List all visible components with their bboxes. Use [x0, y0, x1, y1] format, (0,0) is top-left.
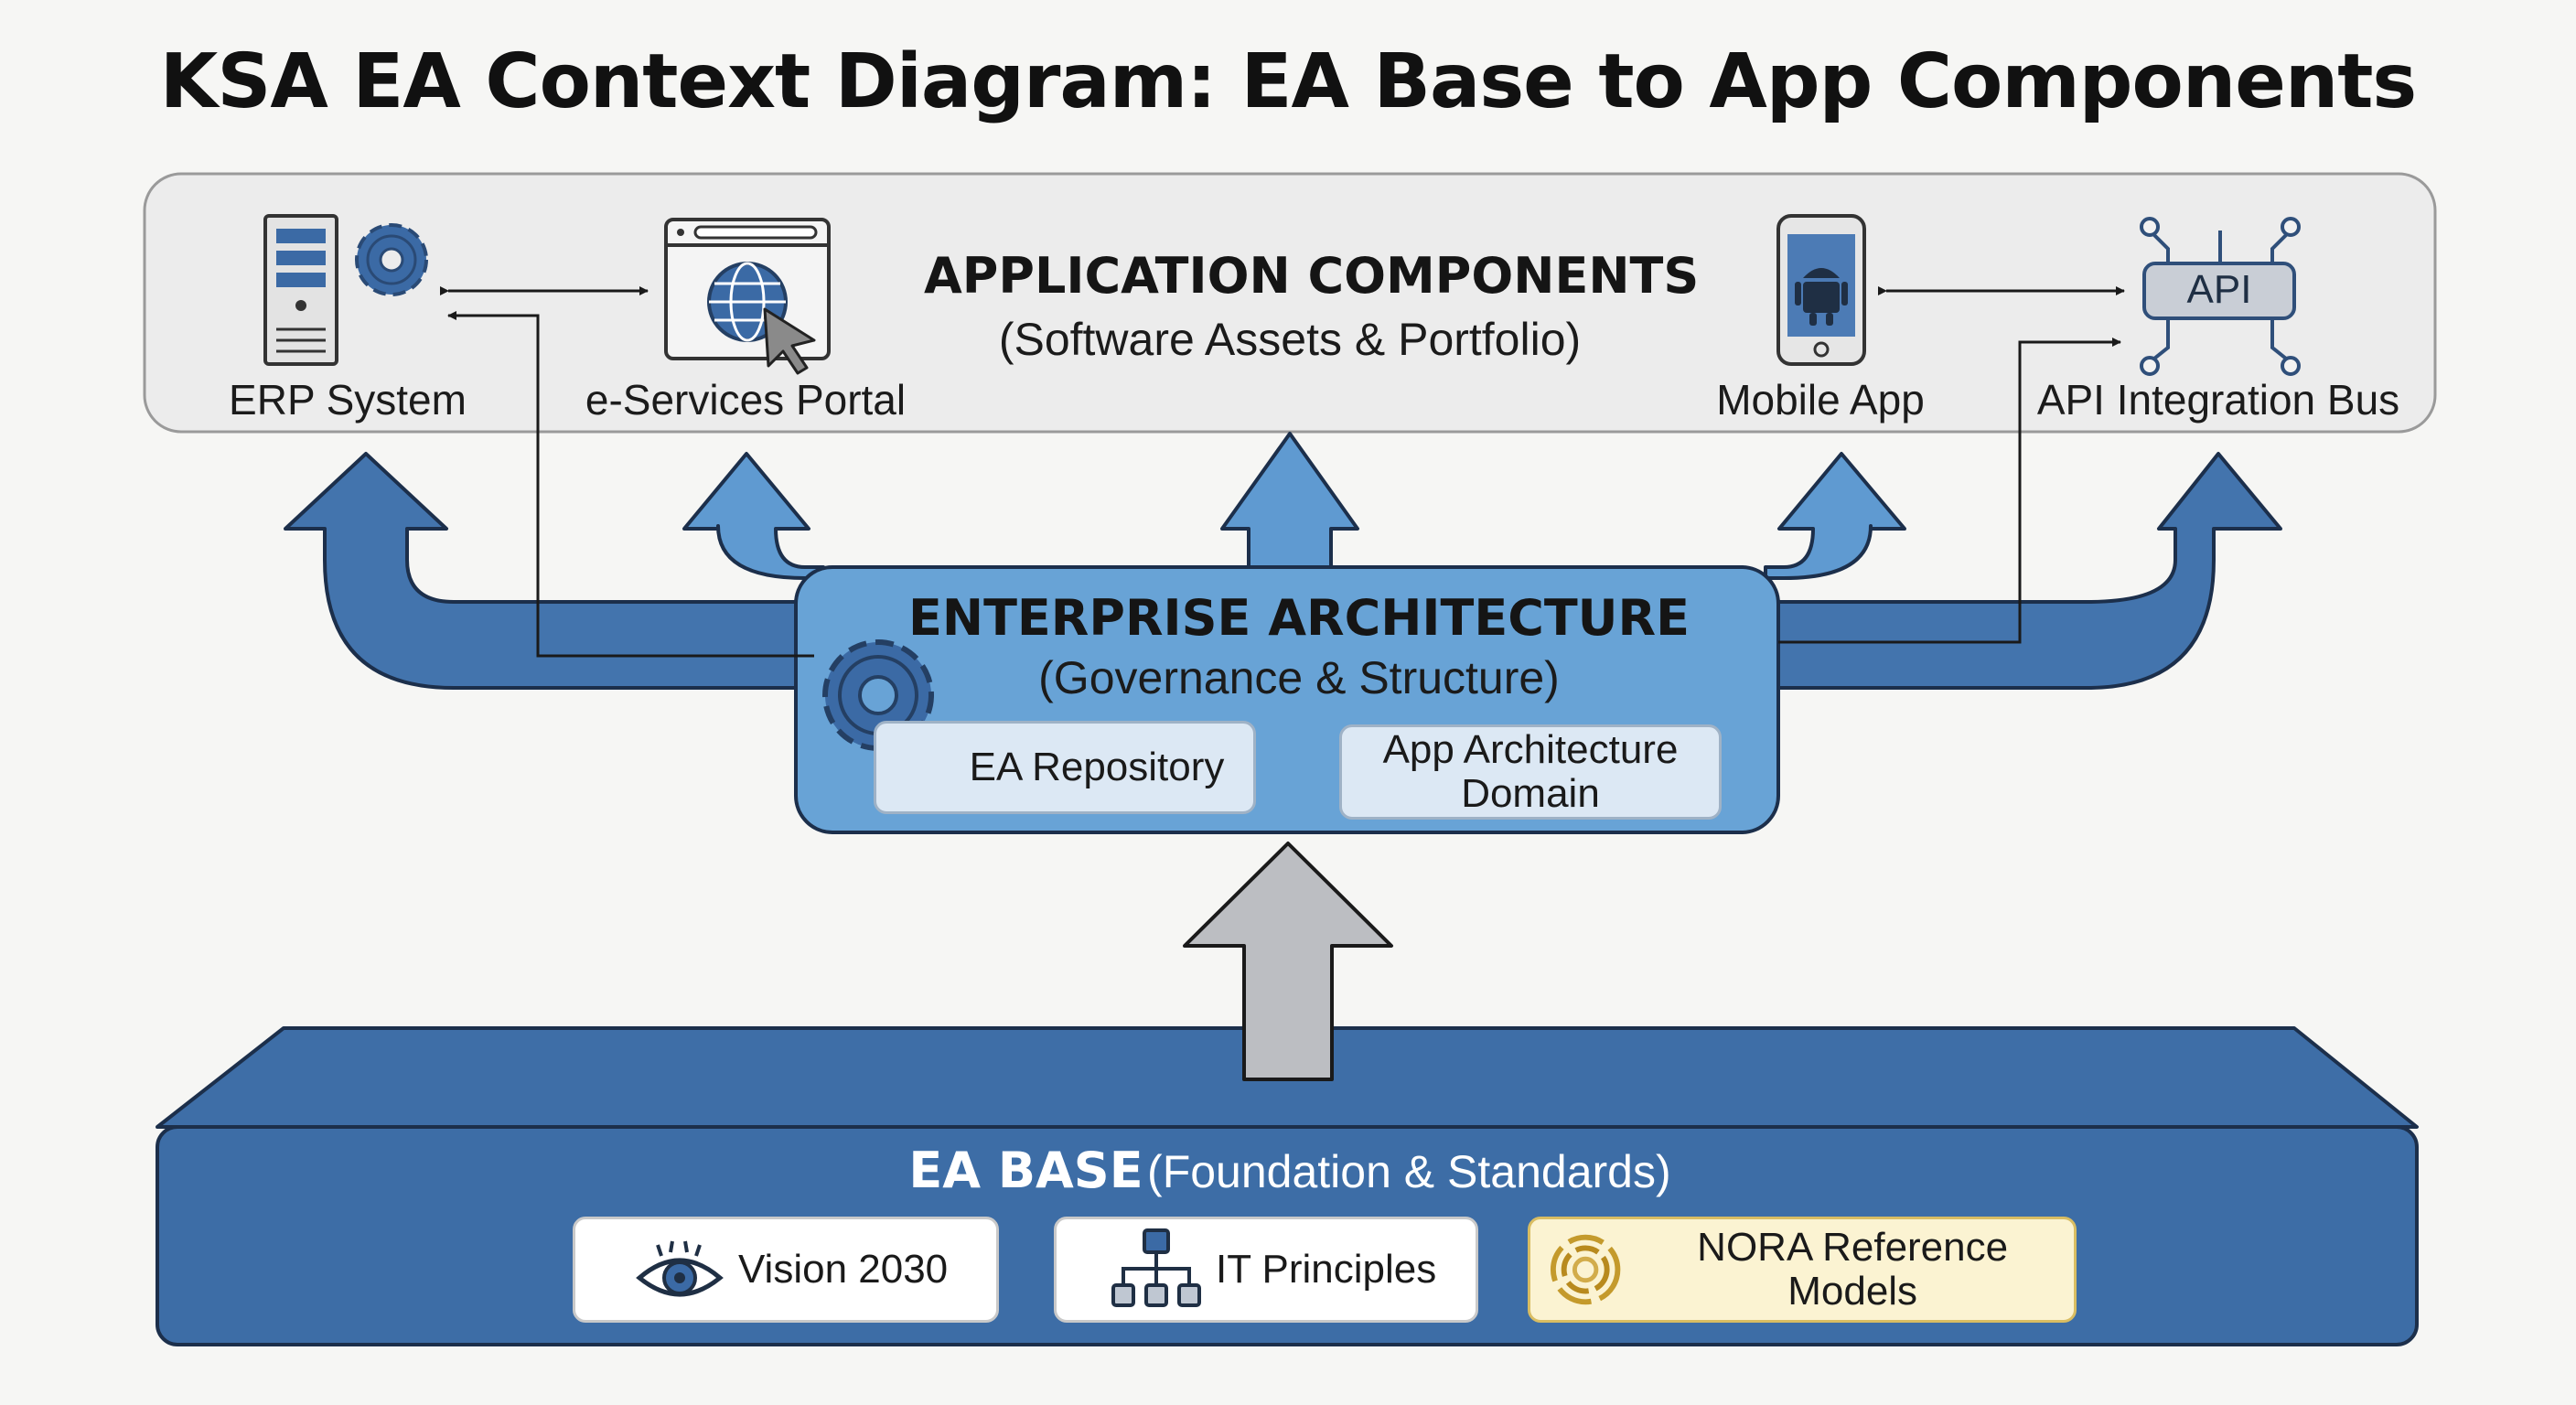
- ea-base-heading: EA BASE (Foundation & Standards): [787, 1142, 1793, 1199]
- vision-2030-label: Vision 2030: [738, 1247, 949, 1292]
- api-link-line: [1778, 338, 2121, 644]
- vision-2030-chip: Vision 2030: [573, 1217, 999, 1323]
- arrow-to-erp: [284, 452, 825, 690]
- android-phone-icon: [1776, 214, 1866, 366]
- app-architecture-domain-label: App Architecture Domain: [1382, 727, 1679, 816]
- arrow-to-api-bus: [1764, 452, 2282, 690]
- base-to-ea-arrow: [1183, 842, 1393, 1081]
- nora-reference-models-label: NORA Reference Models: [1697, 1225, 2009, 1314]
- gold-swirl-logo-icon: [1550, 1234, 1621, 1305]
- diagram-title: KSA EA Context Diagram: EA Base to App C…: [159, 38, 2417, 125]
- browser-globe-cursor-icon: [664, 218, 831, 375]
- ea-repository-label: EA Repository: [969, 745, 1225, 790]
- arrow-to-eservices: [682, 452, 825, 580]
- erp-server-gear-icon: [263, 214, 428, 366]
- app-architecture-domain-chip: App Architecture Domain: [1339, 724, 1722, 820]
- ea-base-title: EA BASE: [908, 1142, 1143, 1199]
- arrow-to-mobile: [1764, 452, 1906, 580]
- api-icon-text: API: [2186, 267, 2252, 312]
- it-principles-chip: IT Principles: [1054, 1217, 1478, 1323]
- ea-to-app-center-arrow: [1220, 432, 1359, 587]
- ea-title: ENTERPRISE ARCHITECTURE: [907, 589, 1690, 647]
- eservices-portal-label: e-Services Portal: [585, 376, 907, 424]
- ea-base-subtitle: (Foundation & Standards): [1147, 1146, 1671, 1197]
- eye-icon: [636, 1240, 724, 1297]
- app-components-subtitle: (Software Assets & Portfolio): [998, 314, 1582, 365]
- nora-reference-models-chip: NORA Reference Models: [1528, 1217, 2077, 1323]
- it-principles-label: IT Principles: [1216, 1247, 1437, 1292]
- erp-link-line: [447, 311, 814, 658]
- ea-repository-chip: EA Repository: [874, 721, 1256, 814]
- hierarchy-icon: [1111, 1228, 1201, 1307]
- api-circuit-icon: [2140, 217, 2301, 376]
- app-components-title: APPLICATION COMPONENTS: [924, 247, 1700, 305]
- erp-system-label: ERP System: [229, 376, 467, 424]
- ea-subtitle: (Governance & Structure): [1038, 652, 1560, 703]
- api-integration-bus-label: API Integration Bus: [2036, 376, 2400, 424]
- mobile-app-label: Mobile App: [1716, 376, 1925, 424]
